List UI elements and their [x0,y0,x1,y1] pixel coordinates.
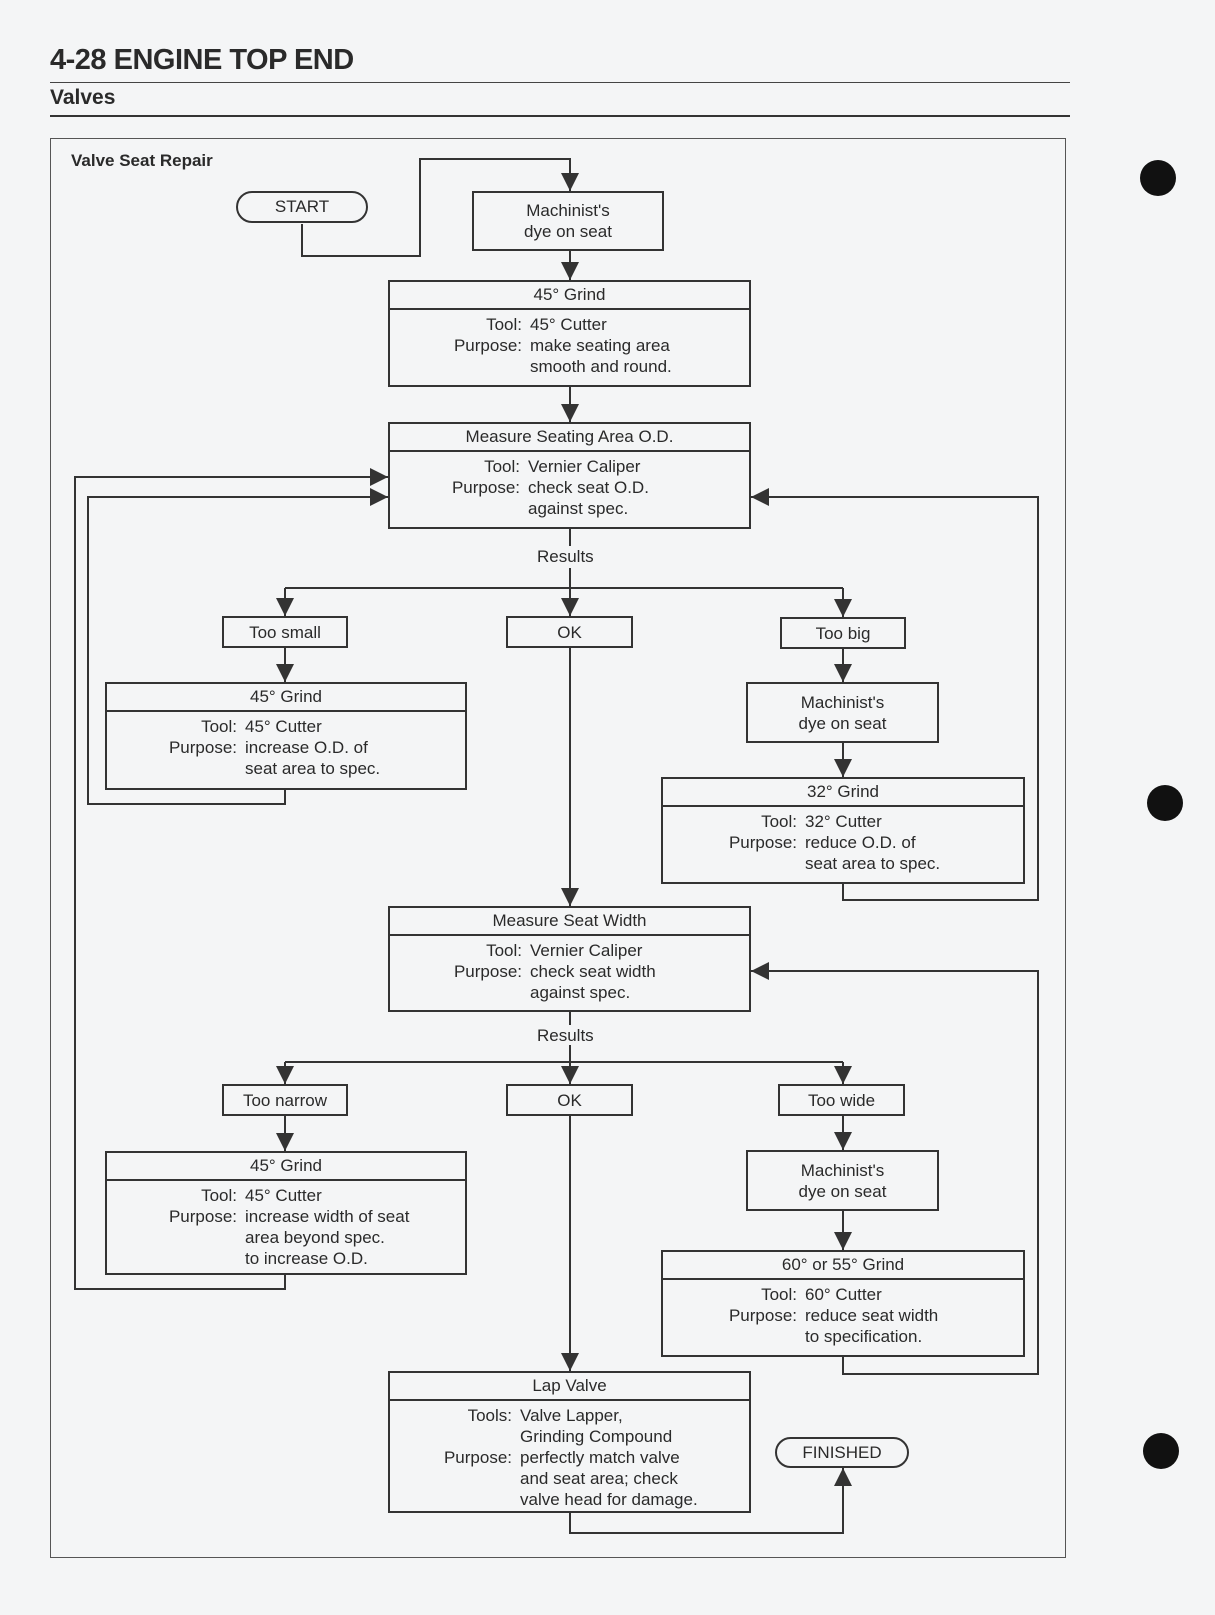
dye-line-1: Machinist's [800,692,885,712]
section-subtitle: Valves [50,86,116,109]
tool-label: Tool: [484,457,520,476]
tools-label: Tools: [467,1406,512,1425]
too-small-label: Too small [249,622,321,642]
dye-on-seat-box-3: Machinist's dye on seat [746,1150,939,1211]
too-wide-label: Too wide [807,1090,876,1110]
purpose-label: Purpose: [443,1448,512,1467]
too-small-box: Too small [222,616,348,648]
too-wide-box: Too wide [778,1084,905,1116]
figure-frame [50,138,1066,1558]
binder-hole-middle [1147,785,1183,821]
too-narrow-label: Too narrow [242,1090,328,1110]
od-ok-label: OK [557,622,582,642]
lap-valve-title: Lap Valve [390,1373,749,1401]
dye-line-2: dye on seat [798,1181,887,1201]
tool-label: Tool: [201,717,237,736]
dye-on-seat-box-2: Machinist's dye on seat [746,682,939,743]
grind-32-purpose-2: seat area to spec. [805,854,941,873]
grind-45-increase-width-title: 45° Grind [107,1153,465,1181]
od-ok-box: OK [506,616,633,648]
grind-45-increase-width-purpose-2: area beyond spec. [245,1228,385,1247]
grind-32-box: 32° Grind Tool: 32° Cutter Purpose: reduce… [661,777,1025,884]
start-label: START [274,197,330,216]
lap-valve-box: Lap Valve Tools: Valve Lapper, Grinding C… [388,1371,751,1513]
grind-45-increase-od-purpose-1: increase O.D. of [245,738,368,757]
measure-od-purpose-1: check seat O.D. [528,478,649,497]
too-big-label: Too big [815,623,871,643]
purpose-label: Purpose: [453,336,522,355]
grind-32-purpose-1: reduce O.D. of [805,833,916,852]
grind-60-box: 60° or 55° Grind Tool: 60° Cutter Purpose… [661,1250,1025,1357]
measure-od-purpose-2: against spec. [528,499,629,518]
binder-hole-top [1140,160,1176,196]
grind-60-title: 60° or 55° Grind [663,1252,1023,1280]
measure-width-purpose-2: against spec. [530,983,631,1002]
grind-45-title: 45° Grind [390,282,749,310]
grind-60-purpose-1: reduce seat width [805,1306,939,1325]
measure-width-title: Measure Seat Width [390,908,749,936]
grind-45-increase-width-box: 45° Grind Tool: 45° Cutter Purpose: increa… [105,1151,467,1275]
tool-label: Tool: [486,941,522,960]
purpose-label: Purpose: [451,478,520,497]
measure-width-tool: Vernier Caliper [530,941,643,960]
purpose-label: Purpose: [728,1306,797,1325]
grind-45-increase-od-tool: 45° Cutter [245,717,322,736]
grind-45-increase-od-purpose-2: seat area to spec. [245,759,381,778]
purpose-label: Purpose: [728,833,797,852]
od-results-label: Results [537,547,594,566]
grind-32-title: 32° Grind [663,779,1023,807]
page-title: 4-28 ENGINE TOP END [50,44,354,76]
too-narrow-box: Too narrow [222,1084,348,1116]
grind-45-increase-od-title: 45° Grind [107,684,465,712]
lap-valve-purpose-3: valve head for damage. [520,1490,698,1509]
measure-od-box: Measure Seating Area O.D. Tool: Vernier C… [388,422,751,529]
measure-od-title: Measure Seating Area O.D. [390,424,749,452]
grind-60-tool: 60° Cutter [805,1285,882,1304]
grind-45-tool: 45° Cutter [530,315,607,334]
finished-terminal: FINISHED [775,1437,909,1468]
grind-45-increase-width-purpose-1: increase width of seat [245,1207,410,1226]
grind-45-increase-od-box: 45° Grind Tool: 45° Cutter Purpose: increa… [105,682,467,790]
lap-valve-purpose-2: and seat area; check [520,1469,678,1488]
tool-label: Tool: [201,1186,237,1205]
tool-label: Tool: [486,315,522,334]
grind-45-increase-width-purpose-3: to increase O.D. [245,1249,368,1268]
tool-label: Tool: [761,812,797,831]
too-big-box: Too big [780,617,906,649]
header-rule [50,82,1070,83]
header-rule-bold [50,115,1070,117]
width-ok-box: OK [506,1084,633,1116]
figure-title: Valve Seat Repair [71,151,213,170]
lap-valve-tools-1: Valve Lapper, [520,1406,623,1425]
binder-hole-bottom [1143,1433,1179,1469]
finished-label: FINISHED [802,1442,882,1462]
start-terminal: START [236,191,368,223]
measure-width-box: Measure Seat Width Tool:Vernier Caliper … [388,906,751,1012]
grind-45-purpose-2: smooth and round. [530,357,672,376]
width-ok-label: OK [557,1090,582,1110]
purpose-label: Purpose: [168,1207,237,1226]
grind-60-purpose-2: to specification. [805,1327,923,1346]
tool-label: Tool: [761,1285,797,1304]
grind-45-box: 45° Grind Tool: 45° Cutter Purpose: make s… [388,280,751,387]
dye-line-2: dye on seat [524,222,612,241]
dye-line-1: Machinist's [800,1160,885,1180]
measure-od-tool: Vernier Caliper [528,457,641,476]
width-results-label: Results [537,1026,594,1045]
purpose-label: Purpose: [453,962,522,981]
lap-valve-purpose-1: perfectly match valve [520,1448,680,1467]
lap-valve-tools-2: Grinding Compound [520,1427,673,1446]
dye-line-2: dye on seat [798,713,887,733]
grind-45-purpose-1: make seating area [530,336,670,355]
measure-width-purpose-1: check seat width [530,962,656,981]
grind-45-increase-width-tool: 45° Cutter [245,1186,322,1205]
grind-32-tool: 32° Cutter [805,812,882,831]
purpose-label: Purpose: [168,738,237,757]
dye-on-seat-box: Machinist's dye on seat [472,191,664,251]
dye-line-1: Machinist's [526,201,610,220]
